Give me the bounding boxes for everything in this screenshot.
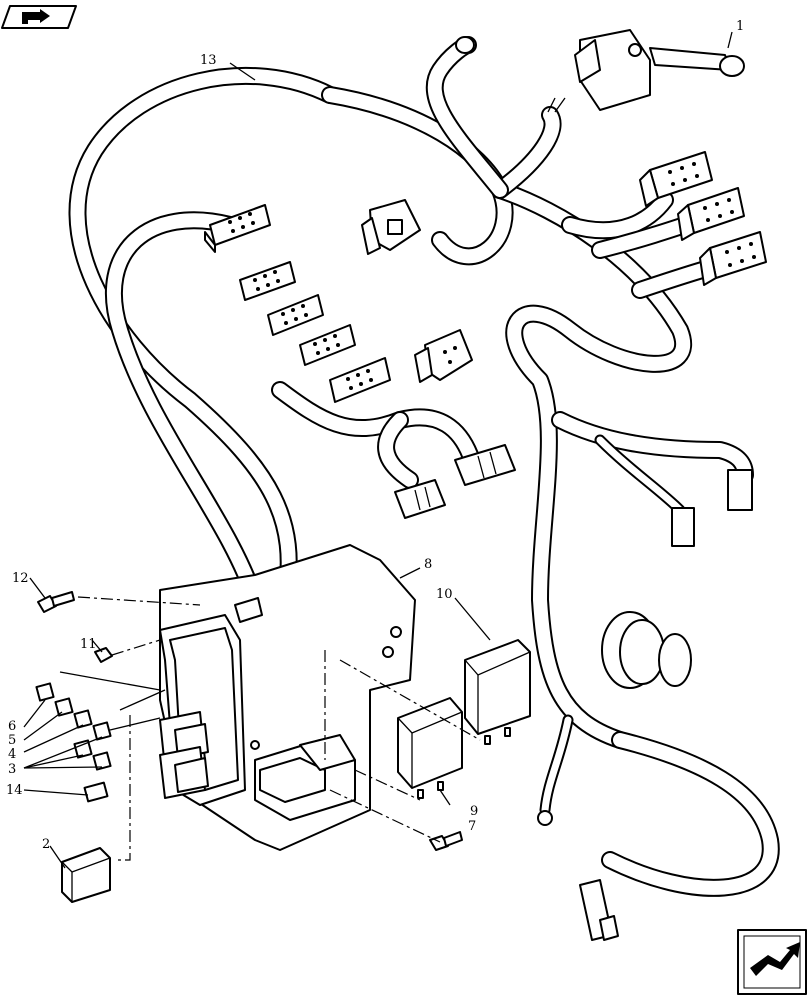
callout-14: 14	[6, 783, 23, 798]
nut-11	[94, 647, 113, 663]
book-arrow-icon[interactable]	[1, 5, 77, 29]
cable-wire-ends	[547, 97, 566, 113]
connector-block-right-2	[677, 187, 745, 241]
callout-8: 8	[424, 557, 432, 572]
ring-terminal	[537, 810, 553, 826]
fuse-3b	[92, 751, 112, 771]
fuse-box	[159, 614, 246, 806]
connector-block-right-3	[699, 231, 767, 286]
callout-6: 6	[8, 719, 16, 734]
relay-9	[397, 697, 463, 799]
main-harness	[68, 36, 780, 897]
plug-connector-far-right	[727, 469, 753, 511]
callout-4: 4	[8, 747, 16, 762]
switch-part	[574, 29, 745, 111]
fuse-4b	[92, 721, 112, 741]
callout-9: 9	[470, 804, 478, 819]
leader-lines	[23, 31, 733, 869]
plug-connector-right	[454, 444, 516, 486]
callouts: 1 2 3 4 5 6 7 8 9 10 11 12 13 14	[6, 19, 744, 852]
callout-10: 10	[436, 587, 453, 602]
callout-12: 12	[12, 571, 29, 586]
connector-block-2	[239, 261, 296, 301]
fuse-6	[35, 682, 55, 702]
callout-3: 3	[8, 762, 16, 777]
deutsch-connector-upper	[361, 199, 421, 255]
assembly-lines	[77, 596, 481, 861]
relay-2	[61, 847, 111, 903]
bottom-connector	[579, 879, 619, 941]
connector-block-3	[267, 294, 324, 336]
round-connector	[601, 611, 692, 689]
callout-7: 7	[468, 819, 476, 834]
plug-connector-mid	[671, 507, 695, 547]
relay-10	[464, 639, 531, 745]
callout-11: 11	[80, 637, 97, 652]
fuse-5	[54, 697, 74, 717]
fuse-3a	[73, 739, 93, 759]
plug-connector-left	[394, 479, 446, 519]
bolt-12	[37, 591, 75, 613]
relay-base	[254, 734, 356, 821]
bolt-7	[429, 831, 463, 851]
cable-cap-top	[455, 36, 475, 54]
connector-block-5	[329, 357, 391, 403]
deutsch-connector-lower	[414, 329, 473, 383]
callout-13: 13	[200, 53, 217, 68]
fuse-14	[83, 781, 109, 803]
fuse-4a	[73, 709, 93, 729]
callout-2: 2	[42, 837, 50, 852]
connector-block-right-1	[639, 151, 713, 207]
callout-1: 1	[736, 19, 744, 34]
callout-5: 5	[8, 733, 16, 748]
connector-block-1	[204, 204, 271, 253]
next-page-arrow-icon[interactable]	[737, 929, 807, 995]
connector-block-4	[299, 324, 356, 366]
